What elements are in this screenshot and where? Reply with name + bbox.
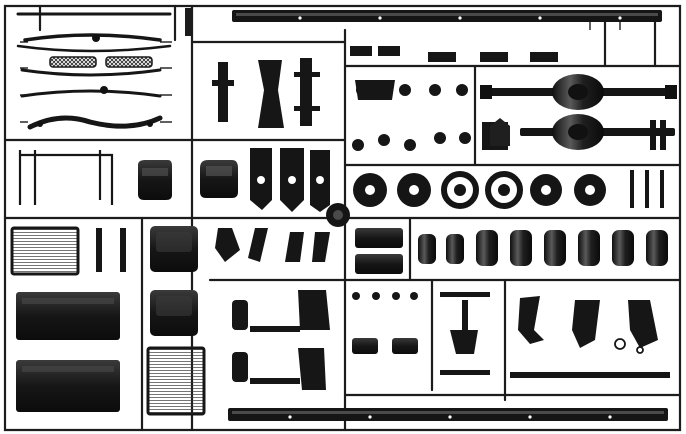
headlight-part (200, 160, 238, 198)
crossmember-parts (212, 58, 320, 128)
chassis-rail-top (185, 8, 662, 36)
battery-box (10, 226, 80, 276)
bracket-plates (250, 148, 330, 212)
small-rings-right (614, 338, 644, 354)
axle-housing-front (480, 74, 677, 110)
fuel-tank-large (16, 292, 120, 340)
mirror-part (138, 160, 172, 200)
spare-wheel-hub (326, 203, 350, 227)
suspension-links (215, 228, 330, 390)
steering-brackets (510, 296, 670, 378)
grille-mesh-pieces (37, 34, 153, 127)
sprue-frame (3, 4, 682, 432)
wheel-hubs (353, 171, 606, 209)
air-tanks (355, 228, 668, 274)
seat-cushions (146, 226, 206, 416)
cab-frame-parts (18, 150, 114, 205)
front-bumper-bars (16, 12, 172, 130)
small-fittings (352, 292, 490, 375)
axle-housing-rear (482, 114, 675, 150)
chassis-rail-bottom (228, 408, 668, 421)
spring-brackets (350, 46, 558, 151)
small-posts (96, 228, 126, 272)
fuel-tank-large-2 (16, 360, 120, 412)
shock-absorbers-right (630, 120, 666, 208)
